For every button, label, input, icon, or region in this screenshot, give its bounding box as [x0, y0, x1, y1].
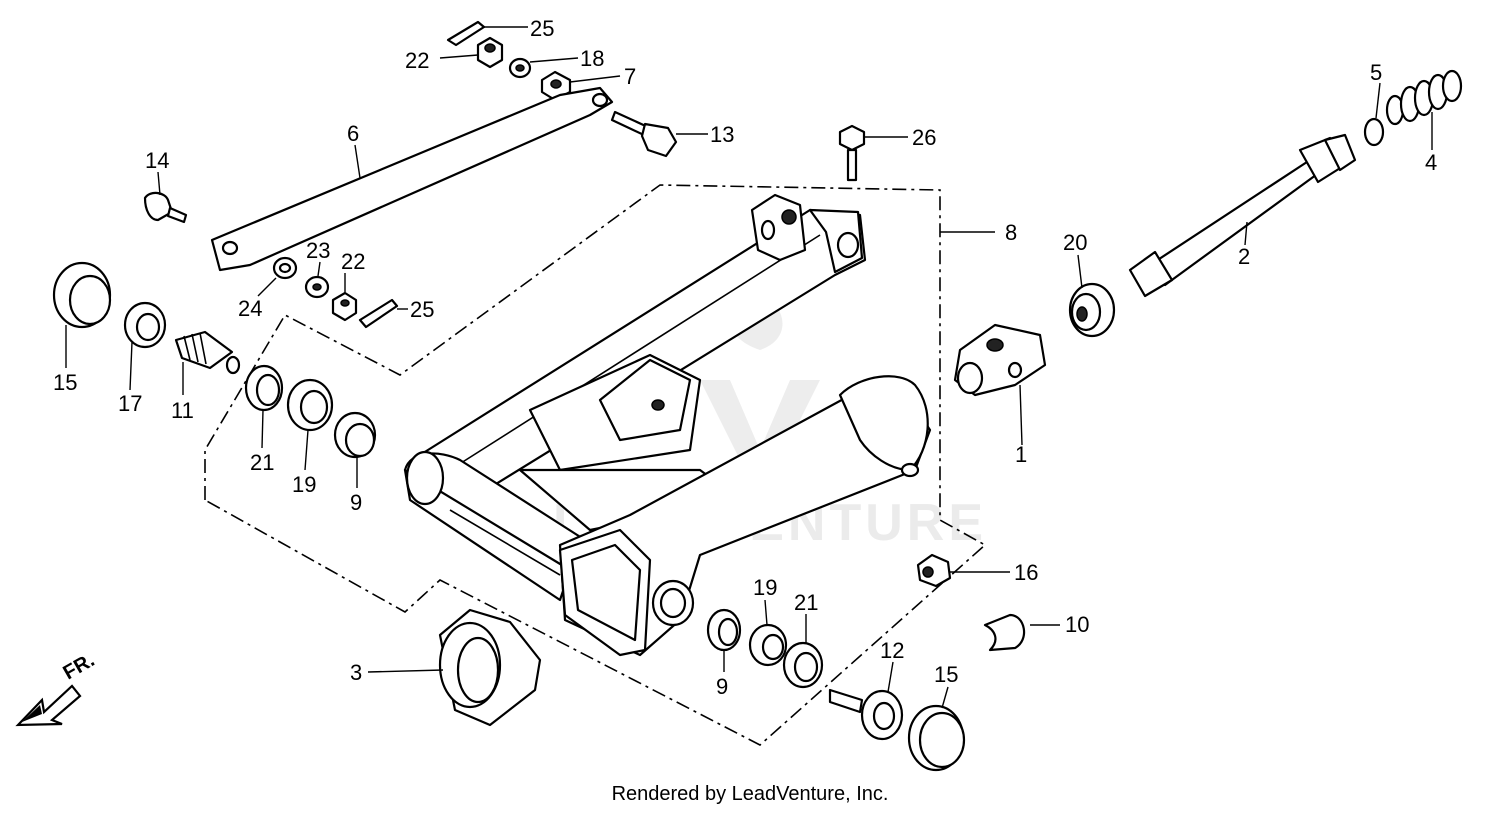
callout-9: 9: [350, 490, 362, 515]
callout-15: 15: [53, 370, 77, 395]
callout-26: 26: [912, 125, 936, 150]
callout-25-lower: 25: [410, 297, 434, 322]
callout-7: 7: [624, 64, 636, 89]
part-3-boot: [438, 608, 542, 727]
callout-9-lower: 9: [716, 674, 728, 699]
callout-8: 8: [1005, 220, 1017, 245]
callout-21: 21: [250, 450, 274, 475]
callout-22-lower: 22: [341, 249, 365, 274]
part-1-universal-joint: [953, 323, 1047, 397]
part-11-pivot-bolt: [174, 330, 241, 375]
part-15-dust-seal: [52, 261, 112, 329]
part-15-cap-lower: [907, 704, 966, 772]
part-17-lock-nut: [123, 301, 167, 349]
part-14-bolt: [143, 191, 188, 224]
part-7-collar: [540, 70, 572, 102]
leader-lines: [65, 26, 1433, 709]
callout-4: 4: [1425, 150, 1437, 175]
part-10-collar: [983, 613, 1026, 652]
callout-16: 16: [1014, 560, 1038, 585]
part-6-torque-link: [210, 86, 614, 272]
part-9-collar-lower: [706, 608, 742, 652]
part-13-bolt: [610, 110, 678, 158]
callout-19-lower: 19: [753, 575, 777, 600]
callout-6: 6: [347, 121, 359, 146]
part-26-bolt: [838, 124, 866, 182]
part-19-bearing: [286, 378, 334, 432]
part-25-cotter-pin: [446, 20, 486, 47]
callout-25: 25: [530, 16, 554, 41]
part-5-ring: [1363, 117, 1385, 147]
part-2-drive-shaft: [1128, 133, 1357, 298]
callout-10: 10: [1065, 612, 1089, 637]
callout-15-lower: 15: [934, 662, 958, 687]
part-20-bearing: [1068, 282, 1116, 338]
callout-22: 22: [405, 48, 429, 73]
part-16-nut: [916, 553, 952, 588]
callout-20: 20: [1063, 230, 1087, 255]
callout-23: 23: [306, 238, 330, 263]
credit-text: Rendered by LeadVenture, Inc.: [612, 783, 889, 805]
callout-12: 12: [880, 638, 904, 663]
part-9-collar: [333, 411, 377, 459]
callout-24: 24: [238, 296, 262, 321]
callout-17: 17: [118, 391, 142, 416]
part-21-oil-seal: [244, 364, 284, 412]
callout-19: 19: [292, 472, 316, 497]
part-22-nut: [476, 36, 504, 69]
part-12-pivot-bolt: [828, 688, 904, 741]
callout-21-lower: 21: [794, 590, 818, 615]
part-22-nut-lower: [331, 291, 358, 322]
part-19-bearing-lower: [748, 623, 788, 667]
swingarm: [403, 193, 932, 657]
callouts: 25 22 18 7 13 6 14 26 5 4 8 20 2 23 22 2…: [53, 16, 1437, 699]
callout-2: 2: [1238, 244, 1250, 269]
callout-13: 13: [710, 122, 734, 147]
front-arrow: FR.: [15, 649, 99, 727]
part-25-cotter-pin-lower: [358, 298, 399, 329]
part-4-spring: [1385, 69, 1463, 126]
callout-1: 1: [1015, 442, 1027, 467]
callout-5: 5: [1370, 60, 1382, 85]
callout-18: 18: [580, 46, 604, 71]
part-21-oil-seal-lower: [782, 641, 824, 689]
front-arrow-label: FR.: [60, 649, 99, 684]
callout-3: 3: [350, 660, 362, 685]
callout-11: 11: [171, 398, 194, 423]
callout-14: 14: [145, 148, 169, 173]
